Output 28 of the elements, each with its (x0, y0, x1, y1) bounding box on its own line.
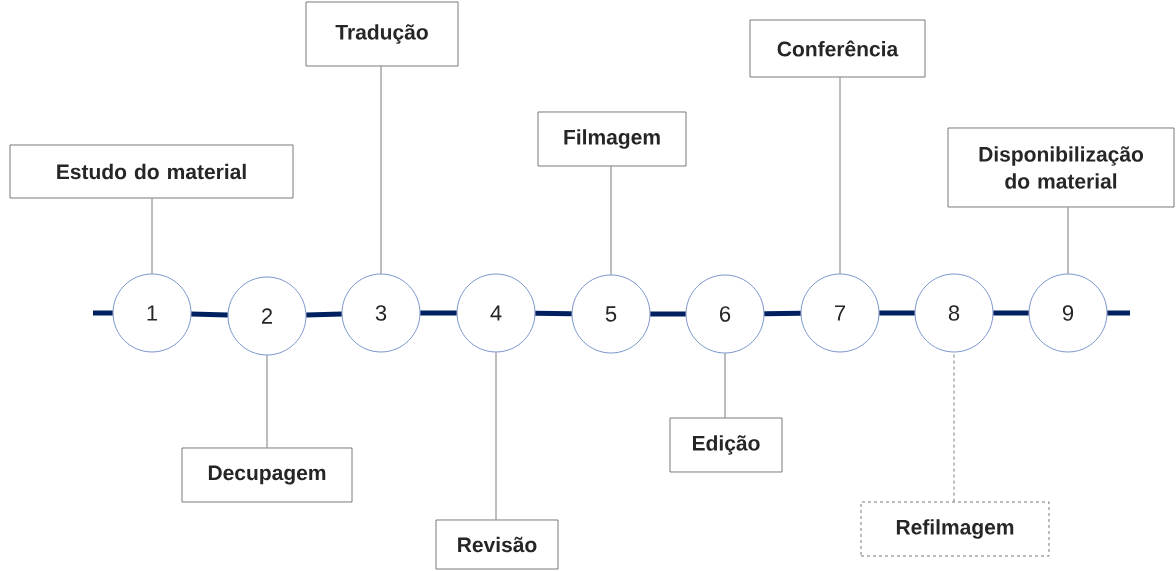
timeline-segment (650, 311, 686, 317)
step-box: Tradução (305, 1, 459, 67)
step-box: Decupagem (181, 447, 353, 503)
timeline-segment (191, 311, 228, 318)
leader-line (495, 352, 497, 520)
leader-line (953, 352, 955, 502)
step-box: Conferência (749, 19, 926, 78)
leader-line (724, 353, 726, 418)
timeline-segment (1107, 310, 1130, 316)
step-box: Edição (669, 417, 783, 473)
leader-line (266, 355, 268, 448)
leader-line (1067, 207, 1069, 274)
step-box: Refilmagem (860, 501, 1050, 557)
step-box: Estudo do material (9, 144, 294, 199)
leader-line (380, 66, 382, 274)
timeline-segment (93, 310, 113, 316)
leader-line (839, 77, 841, 274)
timeline-segment (764, 310, 801, 317)
timeline-segment (879, 310, 915, 316)
leader-line (151, 198, 153, 274)
step-box: Filmagem (537, 111, 687, 167)
timeline-segment (535, 310, 572, 317)
timeline-segment (420, 310, 457, 316)
timeline-segment (993, 310, 1029, 316)
timeline-segment (306, 311, 342, 318)
leader-line (610, 166, 612, 275)
step-box: Disponibilização do material (947, 127, 1175, 208)
step-box: Revisão (435, 519, 559, 570)
